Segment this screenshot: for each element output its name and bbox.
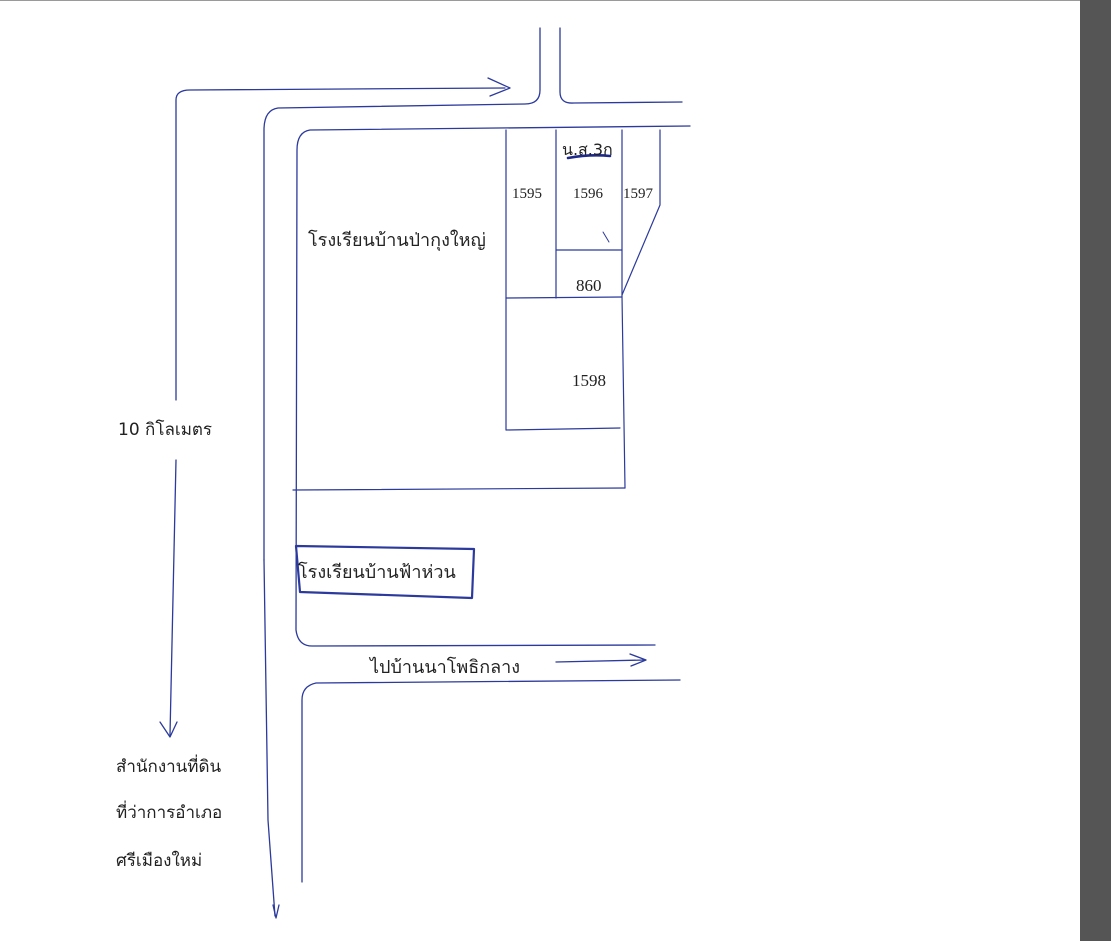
plot-label-1596: 1596 <box>573 186 604 202</box>
scrollbar[interactable] <box>1080 0 1111 941</box>
office-label-line2: ที่ว่าการอำเภอ <box>116 800 222 823</box>
route-arrowhead <box>487 77 511 97</box>
road-west-edge-upper <box>263 27 541 561</box>
school-lot-south-line <box>292 487 626 491</box>
distance-label: 10 กิโลเมตร <box>118 419 212 440</box>
land-map-sketch: 1595 1596 1597 860 1598 น.ส.3ก โรงเรียนบ… <box>116 27 691 919</box>
doc-type-label: น.ส.3ก <box>562 140 613 159</box>
road-west-edge-lower <box>263 559 276 917</box>
plot-1598-top-line <box>505 296 623 299</box>
road-south-branch <box>301 679 681 883</box>
plot-label-860: 860 <box>576 276 602 295</box>
road-to-label: ไปบ้านนาโพธิกลาง <box>368 656 520 678</box>
doc-type-underline <box>566 154 612 160</box>
plot-divider-1596-1597 <box>621 129 626 489</box>
road-to-arrow-line <box>555 659 646 663</box>
school-second-box <box>294 544 476 600</box>
road-north-east-edge <box>559 27 683 104</box>
plot-tick-mark <box>602 231 610 243</box>
road-east-edge <box>295 125 691 647</box>
school-main-label: โรงเรียนบ้านป่ากุงใหญ่ <box>308 229 486 251</box>
school-second-label: โรงเรียนบ้านฟ้าห่วน <box>298 561 456 583</box>
distance-arrow-line <box>169 459 177 736</box>
route-arrow-line <box>175 87 506 401</box>
office-label-line1: สำนักงานที่ดิน <box>116 754 222 777</box>
road-south-arrowhead <box>272 904 280 919</box>
plot-label-1597: 1597 <box>623 186 654 202</box>
plot-label-1595: 1595 <box>512 186 542 202</box>
plot-block-west-line <box>505 129 621 431</box>
distance-arrowhead <box>159 721 178 738</box>
plot-label-1598: 1598 <box>572 371 606 390</box>
document-page: 1595 1596 1597 860 1598 น.ส.3ก โรงเรียนบ… <box>0 0 1080 919</box>
page-top-edge <box>0 0 1080 1</box>
plot-1597-east-line <box>621 129 661 296</box>
office-label-line3: ศรีเมืองใหม่ <box>116 850 202 871</box>
road-to-arrowhead <box>629 653 647 667</box>
